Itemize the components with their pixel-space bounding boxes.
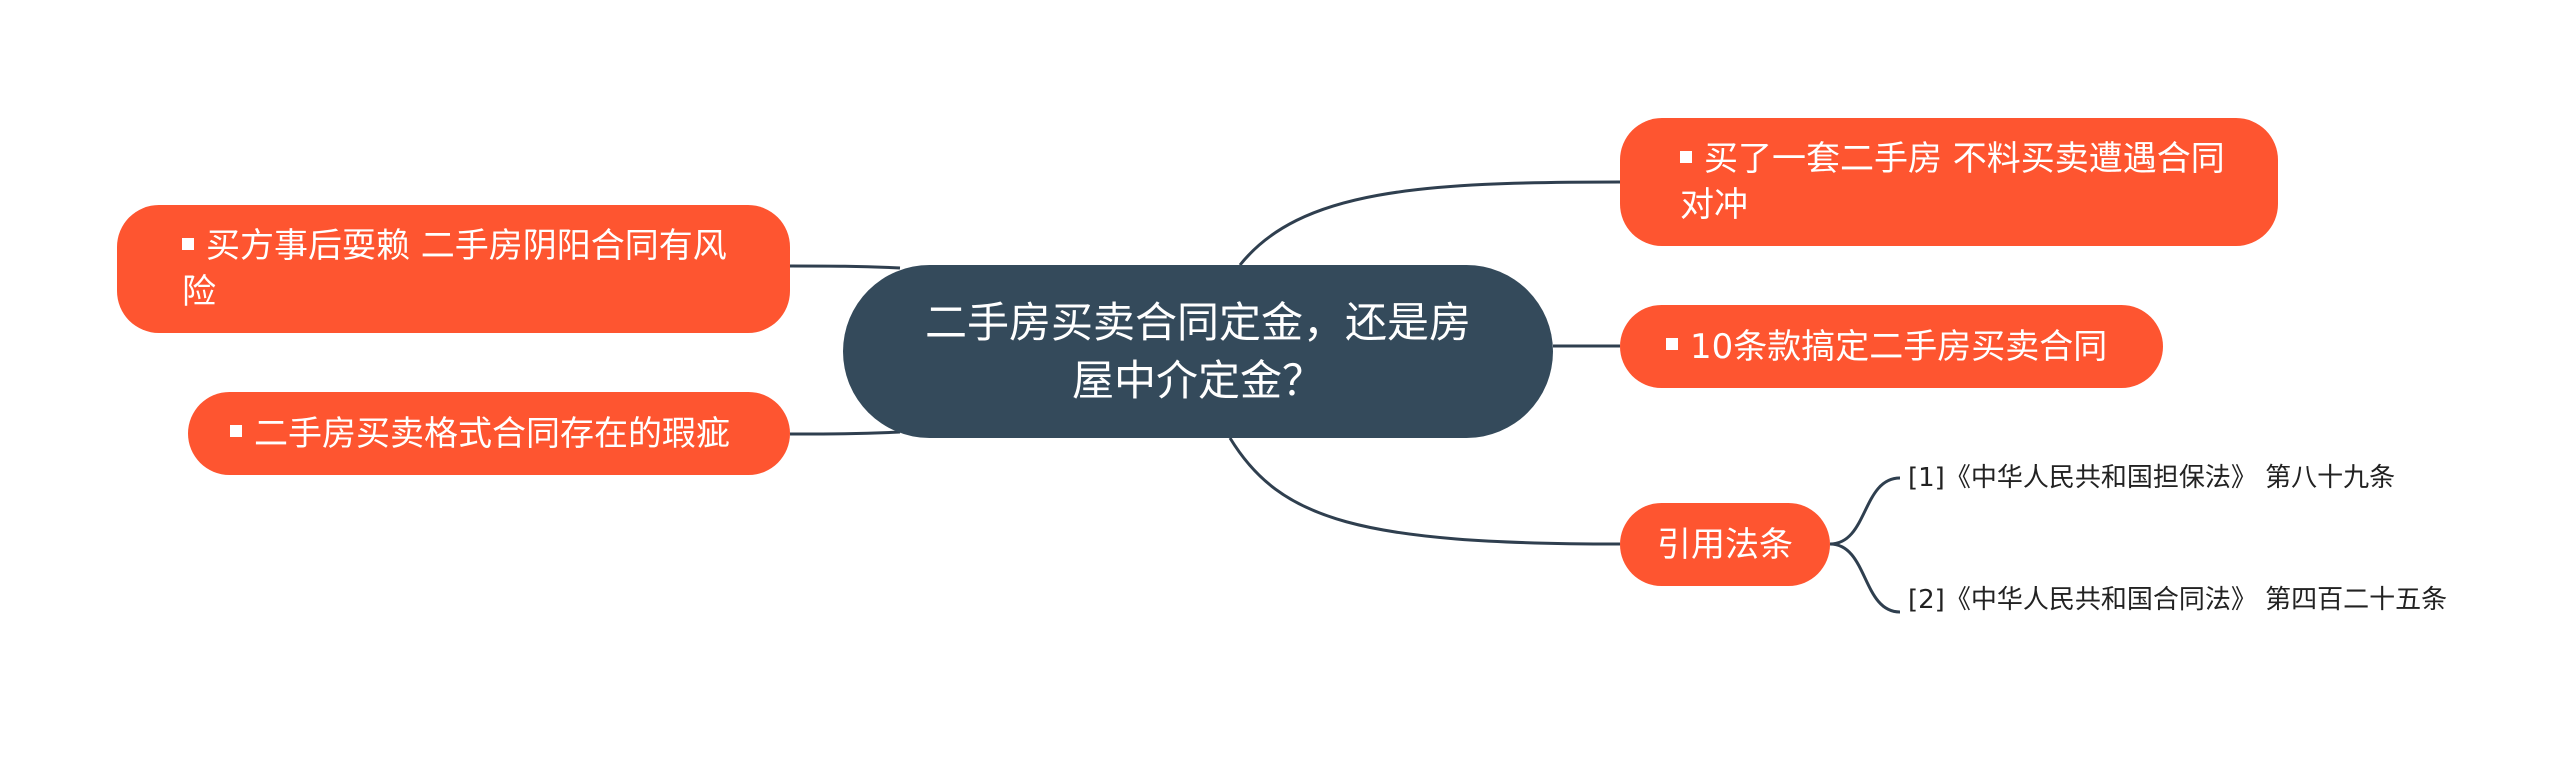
topic-right-2-label: 10条款搞定二手房买卖合同	[1666, 324, 2107, 370]
leaf-citation-2: [2]《中华人民共和国合同法》 第四百二十五条	[1908, 583, 2453, 617]
bullet-icon	[1666, 338, 1678, 350]
topic-left-2-label: 二手房买卖格式合同存在的瑕疵	[230, 411, 730, 457]
connector-to-topic-left-1	[789, 264, 901, 270]
topic-left-2[interactable]: 二手房买卖格式合同存在的瑕疵	[188, 392, 790, 475]
topic-left-1-label: 买方事后耍赖 二手房阴阳合同有风险	[182, 226, 727, 312]
leaf-citation-1: [1]《中华人民共和国担保法》 第八十九条	[1908, 461, 2468, 495]
bullet-icon	[182, 237, 194, 250]
bullet-icon	[1680, 150, 1692, 163]
topic-left-1[interactable]: 买方事后耍赖 二手房阴阳合同有风险	[117, 205, 790, 333]
topic-right-3[interactable]: 引用法条	[1620, 503, 1830, 586]
central-topic[interactable]: 二手房买卖合同定金，还是房屋中介定金？	[843, 265, 1553, 438]
connector-to-topic-right-1	[1238, 180, 1621, 266]
bracket-to-leaf-1	[1829, 476, 1901, 546]
bracket-to-leaf-2	[1829, 542, 1901, 614]
connector-to-topic-right-3	[1228, 437, 1621, 546]
topic-right-1-label: 买了一套二手房 不料买卖遭遇合同对冲	[1680, 139, 2225, 225]
topic-right-1[interactable]: 买了一套二手房 不料买卖遭遇合同对冲	[1620, 118, 2278, 246]
central-topic-label: 二手房买卖合同定金，还是房屋中介定金？	[924, 297, 1471, 405]
leaf-citation-1-label: [1]《中华人民共和国担保法》 第八十九条	[1908, 463, 2396, 493]
topic-right-2[interactable]: 10条款搞定二手房买卖合同	[1620, 305, 2163, 388]
connector-to-topic-left-2	[789, 430, 901, 436]
bullet-icon	[230, 425, 242, 437]
topic-right-3-label: 引用法条	[1657, 524, 1793, 565]
leaf-citation-2-label: [2]《中华人民共和国合同法》 第四百二十五条	[1908, 585, 2448, 615]
